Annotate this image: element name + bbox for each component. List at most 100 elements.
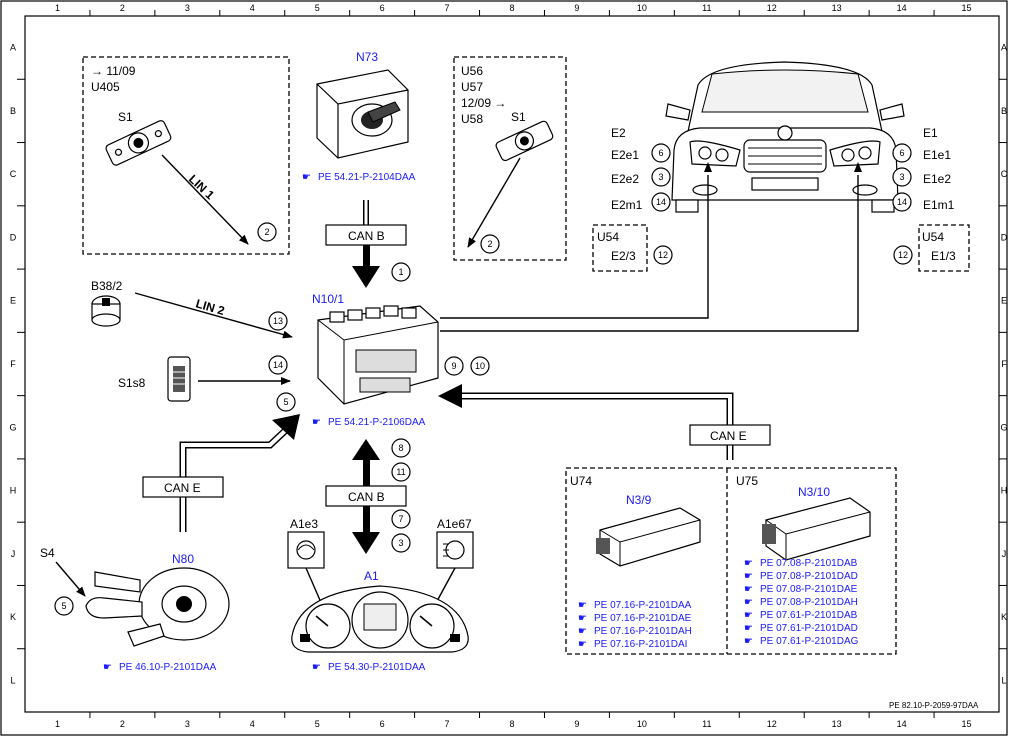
grid-col-label: 6	[380, 719, 385, 729]
ecu-icon	[596, 507, 701, 567]
n10-1-label: N10/1	[312, 292, 344, 306]
n73-reference[interactable]: PE 54.21-P-2104DAA	[318, 172, 416, 183]
grid-col-label: 8	[509, 3, 514, 13]
n3-10-ref-icon: ☛	[744, 584, 753, 595]
lamp-e2e2: E2e2	[611, 172, 639, 186]
grid-row-label: E	[10, 296, 16, 306]
signal-5-n10: 5	[283, 397, 288, 407]
grid-row-label: L	[1001, 675, 1006, 685]
grid-col-label: 7	[445, 719, 450, 729]
a1-ref-icon: ☛	[312, 662, 321, 673]
variant-box-right: U56 U57 12/09 → U58 S1 2	[453, 56, 567, 261]
signal-2-right: 2	[487, 239, 492, 249]
n80-steering-column-module: S4 5 N80 ☛ PE 46.10-P-2101DAA	[40, 546, 230, 673]
n73-ref-icon: ☛	[302, 172, 311, 183]
lamp-e1e2: E1e2	[923, 172, 951, 186]
signal-10: 10	[475, 361, 485, 371]
variant-date-left: → 11/09	[91, 64, 136, 78]
n3-10-reference[interactable]: PE 07.61-P-2101DAD	[760, 623, 858, 634]
grid-row-label: H	[1001, 486, 1008, 496]
signal-12-right: 12	[898, 250, 908, 260]
n3-10-reference[interactable]: PE 07.61-P-2101DAB	[760, 610, 858, 621]
n3-9-reference[interactable]: PE 07.16-P-2101DAE	[594, 613, 692, 624]
signal-12-left: 12	[658, 250, 668, 260]
can-e-left-link: CAN E	[142, 414, 300, 532]
grid-col-label: 9	[574, 3, 579, 13]
n3-10-reference[interactable]: PE 07.08-P-2101DAD	[760, 571, 858, 582]
grid-row-label: D	[10, 232, 17, 242]
grid-col-label: 2	[120, 719, 125, 729]
grid-col-label: 11	[702, 719, 711, 729]
grid-row-label: G	[9, 422, 16, 432]
n80-ref-icon: ☛	[103, 662, 112, 673]
n3-9-ref-icon: ☛	[578, 600, 587, 611]
grid-labels: 1122334455667788991010111112121313141415…	[9, 3, 1007, 729]
right-headlamp-labels: E1 E1e1 E1e2 E1m1 6 3 14 U54 E1/3 12	[892, 126, 970, 272]
can-e-label-left: CAN E	[164, 481, 201, 495]
grid-col-label: 15	[962, 719, 972, 729]
grid-col-label: 3	[185, 3, 190, 13]
ecu-icon	[762, 497, 871, 561]
lamp-e2m1: E2m1	[611, 198, 643, 212]
n10-1-ref-icon: ☛	[312, 417, 321, 428]
n73-label: N73	[356, 50, 378, 64]
can-e-right-link: CAN E	[438, 384, 771, 460]
n3-10-reference[interactable]: PE 07.08-P-2101DAE	[760, 584, 858, 595]
grid-col-label: 10	[637, 719, 647, 729]
n3-10-ref-icon: ☛	[744, 610, 753, 621]
lin1-label: LIN 1	[186, 172, 217, 202]
n80-reference[interactable]: PE 46.10-P-2101DAA	[119, 662, 217, 673]
grid-col-label: 12	[767, 3, 777, 13]
e2-3-label: E2/3	[611, 249, 636, 263]
grid-col-label: 1	[55, 719, 60, 729]
variant-date-right: 12/09 →	[461, 96, 506, 110]
n10-1-reference[interactable]: PE 54.21-P-2106DAA	[328, 417, 426, 428]
grid-col-label: 14	[897, 719, 907, 729]
n3-10-reference[interactable]: PE 07.08-P-2101DAB	[760, 558, 858, 569]
can-b-upper-link: CAN B 1	[325, 200, 411, 288]
s1s8-dimmer: S1s8 14 5	[118, 355, 296, 412]
grid-row-label: G	[1000, 422, 1007, 432]
variant-box-left: → 11/09 U405 S1 LIN 1 2	[82, 56, 290, 255]
grid-col-label: 4	[250, 3, 255, 13]
signal-6-right: 6	[899, 148, 904, 158]
n3-9-ref-icon: ☛	[578, 639, 587, 650]
n3-10-reference[interactable]: PE 07.08-P-2101DAH	[760, 597, 858, 608]
n3-9-ref-icon: ☛	[578, 613, 587, 624]
s4-label: S4	[40, 546, 55, 560]
grid-col-label: 7	[445, 3, 450, 13]
n3-9-reference[interactable]: PE 07.16-P-2101DAA	[594, 600, 692, 611]
left-headlamp-labels: E2 E2e1 E2e2 E2m1 6 3 14 U54 E2/3 12	[592, 126, 673, 272]
n3-10-ref-icon: ☛	[744, 558, 753, 569]
grid-ticks	[17, 10, 1007, 718]
can-e-label-right: CAN E	[710, 429, 747, 443]
n3-9-reference[interactable]: PE 07.16-P-2101DAH	[594, 626, 692, 637]
variant-code-u56: U56	[461, 64, 483, 78]
signal-5-s4: 5	[61, 601, 66, 611]
signal-3-right: 3	[899, 172, 904, 182]
fuse-relay-module-icon	[317, 305, 439, 405]
s1-right-label: S1	[511, 110, 526, 124]
n3-9-reference[interactable]: PE 07.16-P-2101DAI	[594, 639, 687, 650]
signal-6-left: 6	[658, 148, 663, 158]
grid-col-label: 13	[832, 3, 842, 13]
grid-col-label: 14	[897, 3, 907, 13]
can-b-lower-link: CAN B 8 11 7 3	[325, 438, 411, 554]
grid-col-label: 13	[832, 719, 842, 729]
grid-row-label: A	[1001, 43, 1007, 53]
signal-2-left: 2	[264, 227, 269, 237]
n3-10-reference[interactable]: PE 07.61-P-2101DAG	[760, 636, 859, 647]
u74-code: U74	[570, 474, 592, 488]
n3-10-ref-icon: ☛	[744, 597, 753, 608]
fog-lamp-indicator-icon	[436, 531, 474, 569]
drawing-reference-code: PE 82.10-P-2059-97DAA	[889, 701, 979, 710]
signal-14-left: 14	[656, 197, 666, 207]
signal-11: 11	[396, 467, 405, 477]
grid-col-label: 2	[120, 3, 125, 13]
signal-13: 13	[273, 316, 283, 326]
rain-light-sensor-icon	[91, 295, 121, 327]
grid-row-label: J	[1002, 549, 1007, 559]
grid-row-label: E	[1001, 296, 1007, 306]
a1-reference[interactable]: PE 54.30-P-2101DAA	[328, 662, 426, 673]
